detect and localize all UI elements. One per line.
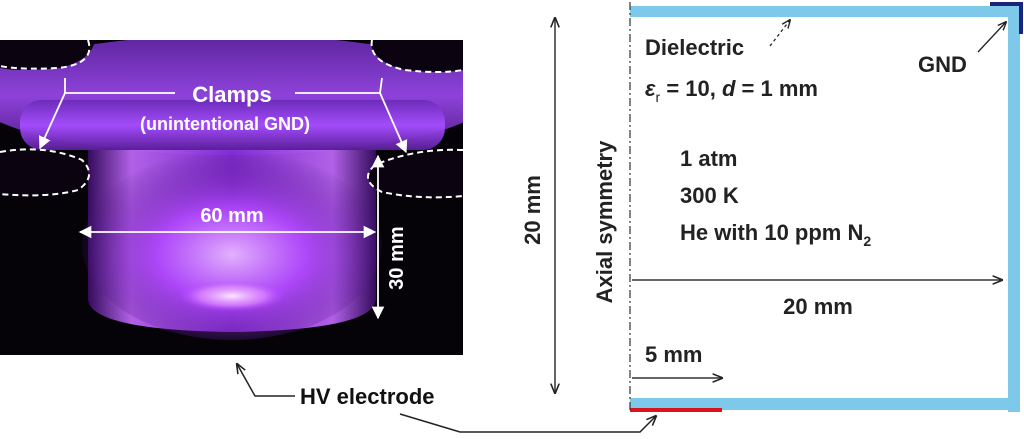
gnd-label: GND [918, 52, 967, 77]
clamps-label: Clamps [192, 82, 271, 107]
dielectric-top [630, 6, 1020, 17]
photo-height-label: 30 mm [386, 226, 408, 289]
hv-pointer-to-model [399, 413, 656, 433]
clamp-top-left [0, 40, 95, 70]
clamp-outline-bottom-left [0, 148, 90, 197]
plasma-glow [82, 150, 382, 340]
electrode-width-label: 5 mm [645, 342, 702, 367]
plasma-photo: Clamps (unintentional GND) 60 mm 30 mm [0, 40, 463, 355]
clamps-sublabel: (unintentional GND) [140, 114, 310, 134]
clamp-outline-bottom-right [367, 148, 463, 199]
hv-pointer-to-photo [237, 364, 295, 397]
gas-label: He with 10 ppm N2 [680, 220, 871, 249]
dielectric-right [1008, 6, 1020, 412]
clamp-outline-top-right [370, 40, 463, 73]
clamp-bottom-left [0, 149, 88, 197]
dielectric-bottom [630, 398, 1020, 410]
gas-subscript: 2 [863, 233, 871, 249]
dielectric-label: Dielectric [645, 35, 744, 60]
pressure-label: 1 atm [680, 146, 737, 171]
eps-value: = 10, [660, 76, 722, 101]
ground-corner [990, 2, 1023, 34]
clamp-pointer-left-bottom [38, 92, 66, 150]
eps-subscript: r [656, 89, 661, 105]
permittivity-label: εr = 10, d = 1 mm [645, 76, 818, 105]
clamp-top-right [370, 40, 463, 72]
model-width-label: 20 mm [783, 294, 853, 319]
dielectric-pointer [769, 20, 790, 47]
cup-rim [20, 100, 445, 150]
gnd-pointer [977, 22, 1006, 53]
model-height-label: 20 mm [520, 175, 545, 245]
eps-symbol: ε [645, 76, 656, 101]
d-symbol: d [722, 76, 736, 101]
temperature-label: 300 K [680, 183, 739, 208]
clamp-pointer-right-bottom [379, 92, 408, 154]
electrode-hotspot [177, 280, 287, 312]
gas-prefix: He with 10 ppm N [680, 220, 863, 245]
photo-width-label: 60 mm [200, 205, 263, 227]
clamp-outline-top-left [0, 40, 91, 70]
hv-electrode-label: HV electrode [300, 384, 435, 409]
d-value: = 1 mm [735, 76, 818, 101]
simulation-domain: 20 mm Axial symmetry Dielectric εr = 10,… [520, 2, 1023, 412]
axial-symmetry-label: Axial symmetry [592, 140, 617, 303]
clamp-bottom-right [368, 148, 463, 198]
